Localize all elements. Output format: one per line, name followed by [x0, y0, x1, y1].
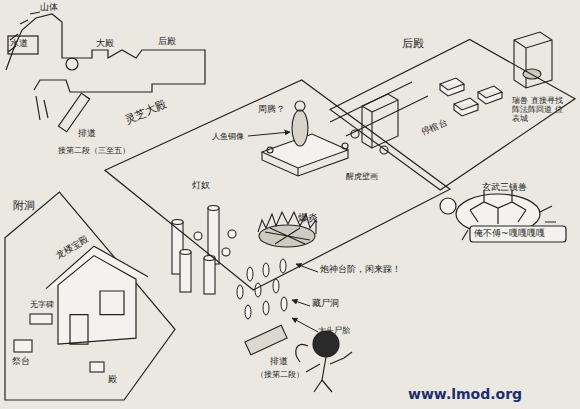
corpse — [255, 283, 261, 297]
corner-figure — [342, 143, 348, 149]
pillar-top — [180, 250, 191, 255]
stele — [30, 314, 52, 324]
leader-line — [292, 300, 310, 306]
platform-label: 停棺台 — [420, 117, 449, 137]
totem-label: 周腾？ — [258, 104, 285, 114]
altar — [90, 362, 104, 372]
hall-label: 大殿 — [96, 38, 114, 48]
mountain-map — [6, 12, 205, 132]
lamp-slave — [222, 248, 230, 256]
pillar — [180, 252, 191, 292]
water-box — [8, 36, 38, 54]
lamp-label: 灯奴 — [192, 180, 210, 190]
leader-line — [248, 132, 290, 136]
pillar — [204, 258, 215, 294]
corpse-figures — [237, 259, 287, 319]
drain-note: （接第二段） — [256, 370, 304, 379]
guard-figure — [351, 130, 359, 138]
shell-pattern — [470, 190, 526, 224]
watermark: www.lmod.org — [408, 386, 522, 402]
corpse — [273, 279, 279, 293]
stairs-note: 炮神台阶，闲来踩！ — [320, 264, 401, 274]
stele-label: 无字碑 — [30, 300, 54, 309]
drain-label: 排道 — [270, 356, 288, 366]
altar-label: 祭台 — [12, 356, 30, 366]
hall-outline — [34, 232, 154, 350]
hall-name: 附洞 — [13, 200, 35, 213]
fetus-label: 大头尸胎 — [318, 326, 350, 335]
platform-side — [262, 150, 348, 176]
drain-label: 排道 — [78, 128, 96, 138]
statue-label: 人鱼铜像 — [212, 132, 244, 141]
glass-case — [514, 32, 552, 88]
hall-name: 灵芝大殿 — [123, 98, 168, 127]
bronze-statue — [292, 110, 308, 146]
corpse — [263, 301, 269, 315]
corpse — [237, 285, 243, 299]
coffin-box — [454, 98, 478, 116]
palace-drawing — [46, 246, 148, 344]
slope-lines — [36, 96, 48, 120]
palace-building: 龙楼宝殿 — [34, 232, 154, 350]
beast-note: 瑞兽 直接寻找 阵法阵回道 位表城 — [512, 96, 568, 124]
fetus-arm — [296, 344, 308, 362]
speech-text: 俺不傅~嘎嘎嘎嘎 — [474, 228, 545, 238]
drain-tube-bottom — [245, 325, 287, 355]
turtle-head — [440, 198, 456, 214]
corridor — [330, 82, 428, 148]
turtle-label: 玄武三镇兽 — [482, 182, 527, 192]
lamp-slave — [194, 232, 202, 240]
drain-note: 接第二段（三至五） — [58, 146, 130, 155]
leader-line — [292, 318, 318, 332]
big-head-fetus — [296, 331, 352, 392]
speech-bubble — [470, 226, 566, 242]
drain-tube — [58, 93, 89, 132]
mountain-hatch — [8, 12, 40, 52]
turtle-beast — [440, 190, 566, 242]
hall-area: 附洞龙楼宝殿 — [5, 192, 175, 400]
corpse — [247, 267, 253, 281]
pit — [259, 225, 315, 247]
altar — [14, 340, 32, 352]
water-label: 水道 — [10, 38, 28, 48]
corpse — [280, 259, 286, 273]
corpse — [281, 297, 287, 311]
hall-border — [5, 192, 175, 400]
pit-hatch — [265, 228, 310, 244]
hall-border — [330, 40, 575, 190]
hall-border — [105, 80, 450, 290]
fire-label: 爆炎 — [298, 212, 318, 224]
hall-name: 后殿 — [402, 38, 424, 51]
mural-label: 醒虎壁画 — [346, 172, 378, 181]
turtle-tail — [540, 206, 556, 222]
mural-wall — [362, 94, 398, 148]
cave-label: 藏尸洞 — [312, 298, 339, 308]
hall-label: 殿 — [108, 374, 117, 384]
pillar-top — [172, 220, 183, 225]
leader-lines — [248, 132, 318, 332]
mountain-outline — [6, 14, 205, 92]
fetus-body — [306, 352, 352, 392]
statue-head — [295, 101, 305, 111]
corpse — [245, 305, 251, 319]
corpse — [263, 263, 269, 277]
mountain-label: 山体 — [40, 2, 58, 12]
corner-figure — [267, 147, 273, 153]
coffin-box — [440, 78, 464, 96]
hall-label: 后殿 — [158, 36, 176, 46]
drain-tube — [245, 325, 287, 355]
coffin-box — [478, 86, 502, 104]
door-arch — [66, 58, 78, 70]
pillar-top — [208, 206, 219, 211]
lamp-slave — [228, 230, 236, 238]
leader-line — [296, 264, 318, 272]
